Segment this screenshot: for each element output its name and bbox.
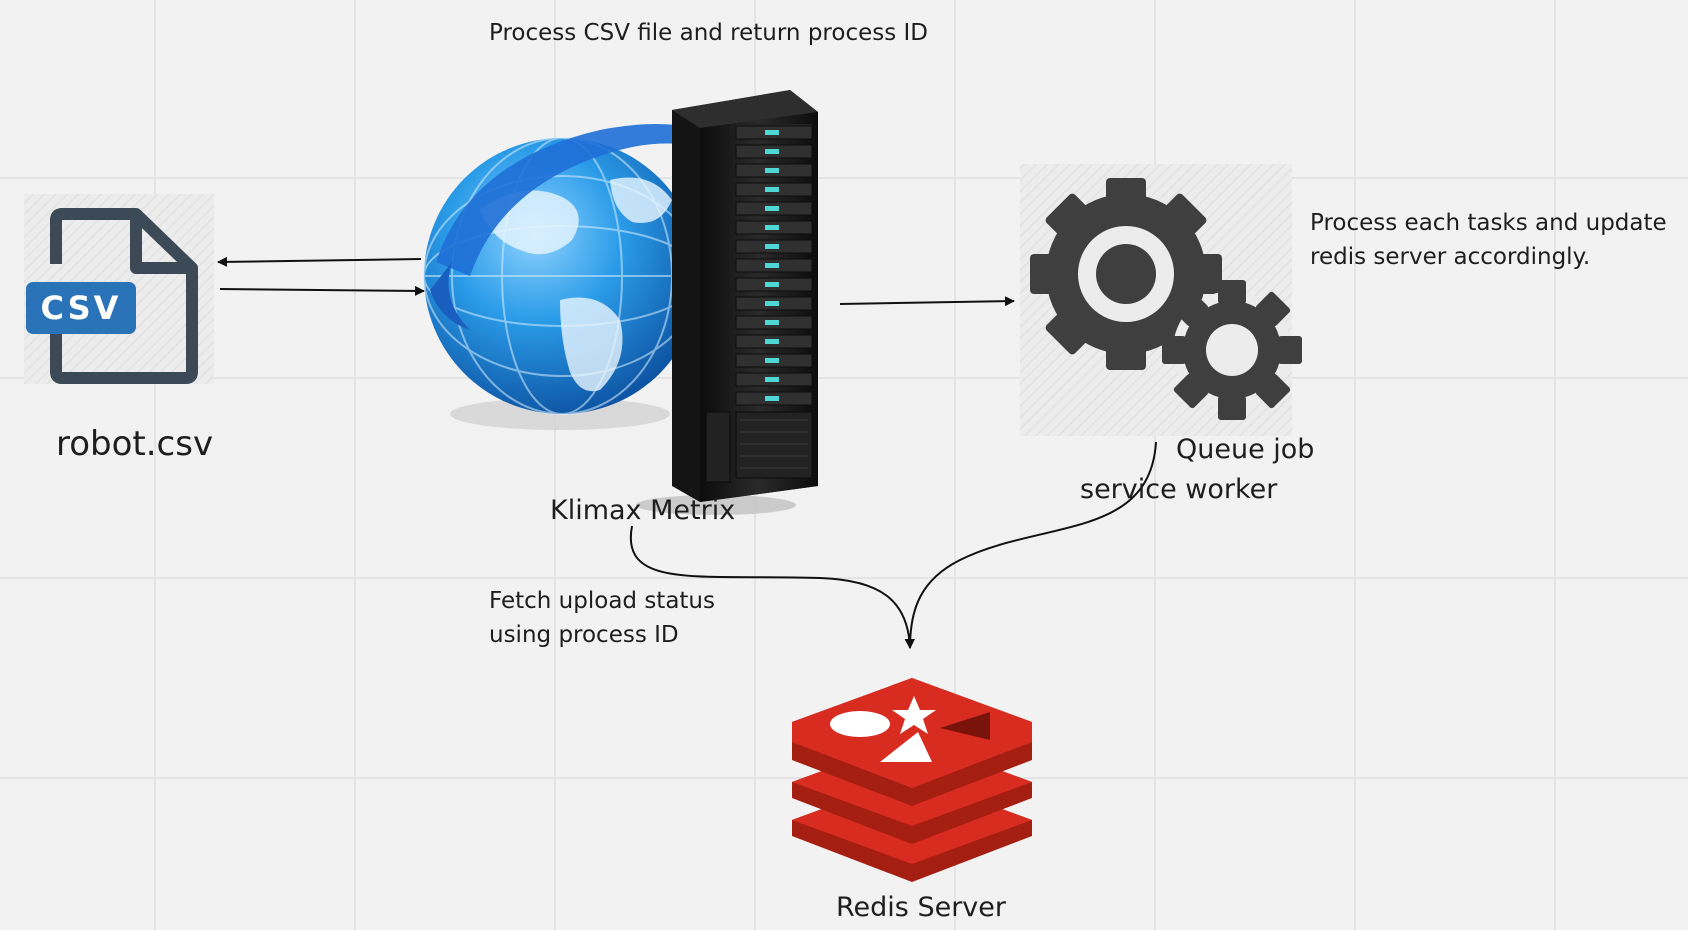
redis-logo-icon [792,678,1032,882]
file-name-label: robot.csv [56,424,214,464]
server-rack-icon [636,90,818,515]
process-csv-note: Process CSV file and return process ID [489,20,929,46]
redis-name-label: Redis Server [836,892,1006,923]
worker-name-line-1: Queue job [1176,434,1315,465]
csv-file-icon: CSV [24,194,214,384]
worker-process-note-line-1: Process each tasks and update [1310,210,1667,236]
arrow-upload-to-server [219,285,425,296]
worker-name-line-2: service worker [1080,474,1278,505]
worker-name-label: Queue job service worker [1080,430,1410,510]
fetch-status-note-line-1: Fetch upload status [489,588,715,614]
arrow-server-to-worker [839,296,1015,307]
arrow-worker-to-redis [905,441,1157,649]
fetch-status-note: Fetch upload status using process ID [489,584,715,652]
csv-badge-text: CSV [41,289,122,327]
worker-process-note: Process each tasks and update redis serv… [1310,206,1667,274]
arrow-server-to-redis [629,525,915,649]
arrow-response-to-file [217,256,422,267]
worker-process-note-line-2: redis server accordingly. [1310,244,1591,270]
server-name-label: Klimax Metrix [550,495,736,526]
fetch-status-note-line-2: using process ID [489,622,679,648]
gears-icon [1020,164,1302,436]
